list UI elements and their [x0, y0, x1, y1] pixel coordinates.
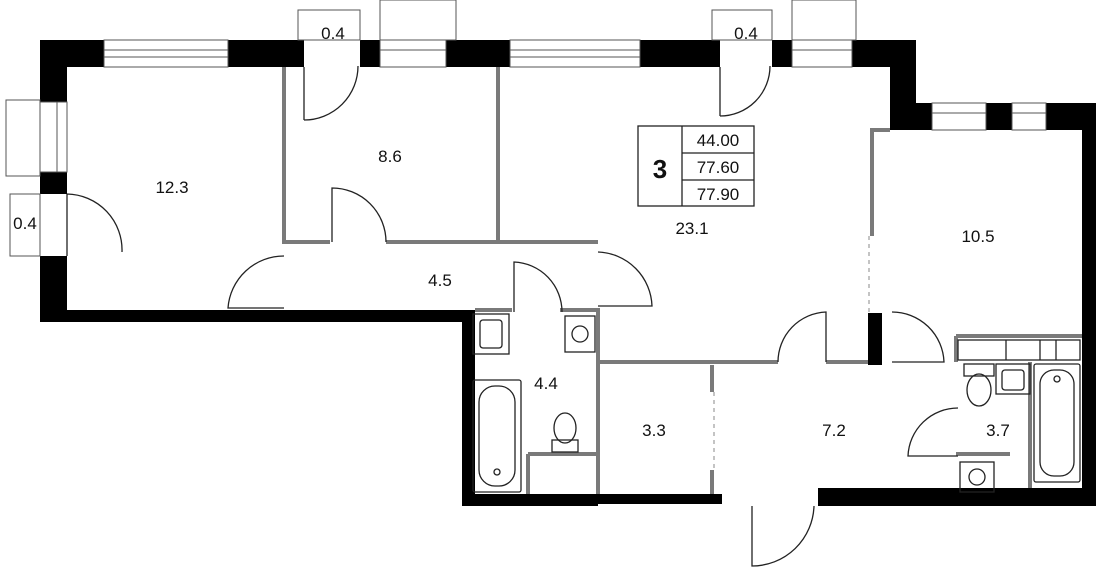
room-label-living-room: 23.1: [675, 219, 708, 238]
balcony-label-top-right: 0.4: [734, 24, 758, 43]
room-label-entrance-hall: 7.2: [822, 421, 846, 440]
balcony-label-left: 0.4: [13, 214, 37, 233]
room-label-bedroom-right: 10.5: [961, 227, 994, 246]
area-total: 77.60: [697, 158, 740, 177]
room-label-hallway: 4.5: [428, 271, 452, 290]
balconies: [9, 9, 773, 257]
fixtures: [472, 313, 1081, 493]
room-label-bathroom-left: 4.4: [534, 374, 558, 393]
room-labels: 12.3 8.6 23.1 10.5 4.5 4.4 3.3 7.2 3.7 0…: [13, 24, 1010, 440]
rooms-count: 3: [653, 154, 667, 184]
room-label-bedroom-left: 12.3: [155, 178, 188, 197]
room-label-bedroom-middle: 8.6: [378, 147, 402, 166]
balcony-label-top-middle: 0.4: [321, 24, 345, 43]
apartment-info: 3 44.00 77.60 77.90: [637, 125, 755, 207]
interior-walls: [282, 67, 1082, 494]
room-label-storage: 3.3: [642, 421, 666, 440]
area-total-with-balcony: 77.90: [697, 185, 740, 204]
exterior-walls: [40, 40, 1096, 506]
windows: [5, 0, 1047, 177]
area-living: 44.00: [697, 131, 740, 150]
room-label-bathroom-right: 3.7: [986, 421, 1010, 440]
doors: [66, 65, 959, 567]
